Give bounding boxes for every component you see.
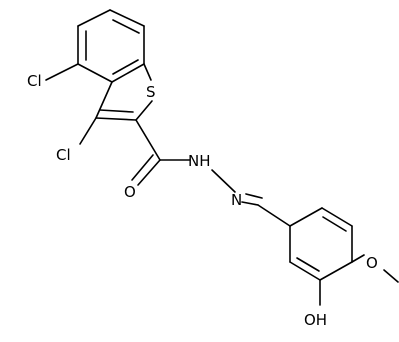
atom-labels: Cl Cl S O NH N O OH (27, 72, 378, 329)
bond (241, 201, 259, 206)
atom-o-carbonyl: O (124, 183, 136, 201)
bond (135, 119, 161, 161)
bond (296, 257, 320, 272)
bond (289, 261, 321, 281)
bond (322, 216, 347, 232)
bond (95, 81, 113, 119)
bond (289, 207, 323, 227)
bond (257, 204, 291, 227)
bond (143, 63, 152, 81)
bond (245, 193, 263, 199)
bond (211, 169, 236, 193)
bond (99, 109, 134, 113)
bond (77, 63, 113, 83)
bond (135, 100, 153, 121)
bond (111, 63, 145, 83)
bond (79, 117, 97, 145)
bond (77, 9, 111, 27)
bond (112, 19, 140, 34)
atom-nh: NH (188, 152, 211, 170)
bond (321, 207, 353, 227)
bond (45, 63, 79, 81)
atom-s: S (146, 83, 156, 101)
bond (137, 159, 161, 186)
bond (109, 9, 145, 27)
atom-n-imine: N (231, 191, 242, 209)
atom-cl-4: Cl (27, 72, 42, 90)
atom-cl-3: Cl (56, 146, 71, 164)
atom-oh: OH (304, 311, 327, 329)
bond (319, 261, 353, 281)
bond (112, 59, 139, 75)
bonds (45, 9, 399, 306)
bond (351, 254, 365, 263)
bond (95, 117, 137, 121)
bond (383, 269, 399, 283)
bond (131, 154, 154, 181)
atom-o-methoxy: O (366, 254, 378, 272)
